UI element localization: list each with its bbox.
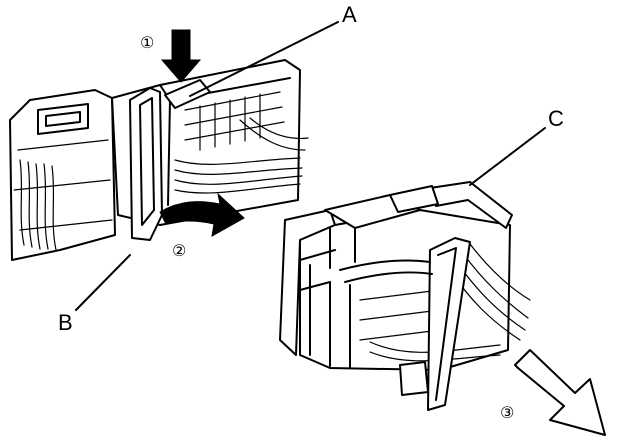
swing-lever-arrow [159, 192, 245, 237]
leader-line-a [189, 21, 339, 97]
fixed-connector-housing [9, 59, 309, 261]
label-b: B [58, 310, 73, 335]
label-c: C [548, 106, 564, 131]
pull-out-arrow [514, 349, 606, 436]
detached-connector-housing [279, 181, 531, 411]
press-down-arrow [160, 29, 202, 83]
label-a: A [342, 2, 357, 27]
leader-line-c [469, 127, 546, 186]
step-2-marker: ② [172, 241, 186, 260]
leader-line-b [75, 254, 131, 311]
step-3-marker: ③ [500, 403, 514, 422]
step-1-marker: ① [140, 33, 154, 52]
